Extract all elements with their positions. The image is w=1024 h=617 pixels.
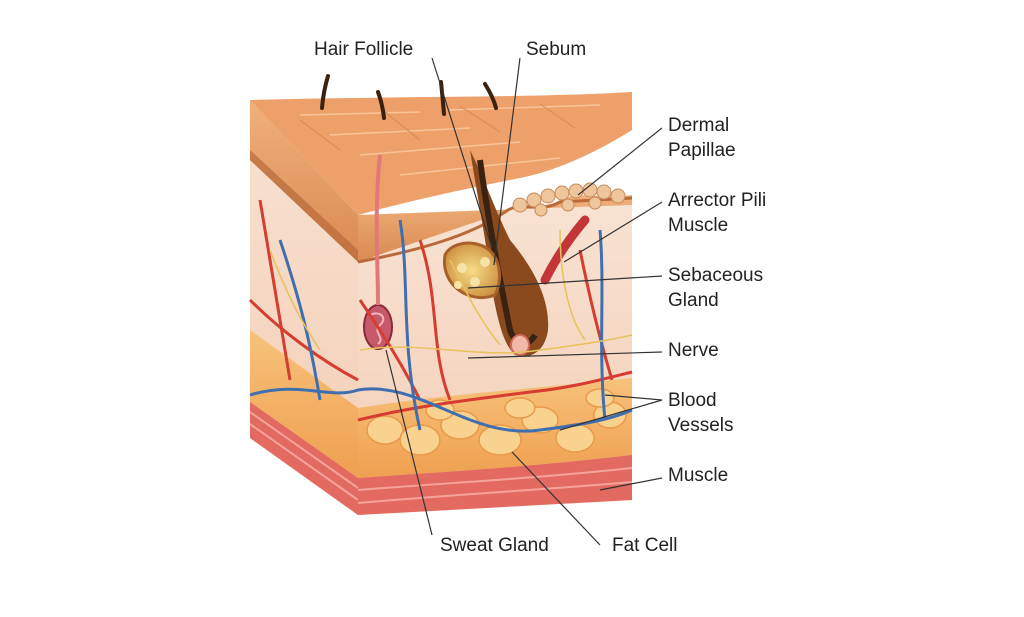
hair-follicle [470, 150, 549, 357]
dermal-papillae [512, 182, 626, 217]
nerves [269, 229, 633, 354]
label-fat-cell: Fat Cell [612, 535, 678, 556]
label-muscle: Muscle [668, 465, 729, 486]
leader-lines [385, 57, 663, 546]
label-sweat-gland: Sweat Gland [440, 535, 549, 556]
surface-hairs [320, 74, 498, 120]
sebaceous-gland [443, 241, 502, 300]
label-sebum: Sebum [526, 39, 587, 60]
label-nerve: Nerve [668, 340, 719, 361]
arrector-pili-muscle [540, 215, 590, 285]
fat-cells [366, 388, 627, 456]
skin-block-front [249, 100, 359, 515]
label-hair-follicle: Hair Follicle [314, 39, 414, 60]
skin-surface [250, 92, 632, 215]
